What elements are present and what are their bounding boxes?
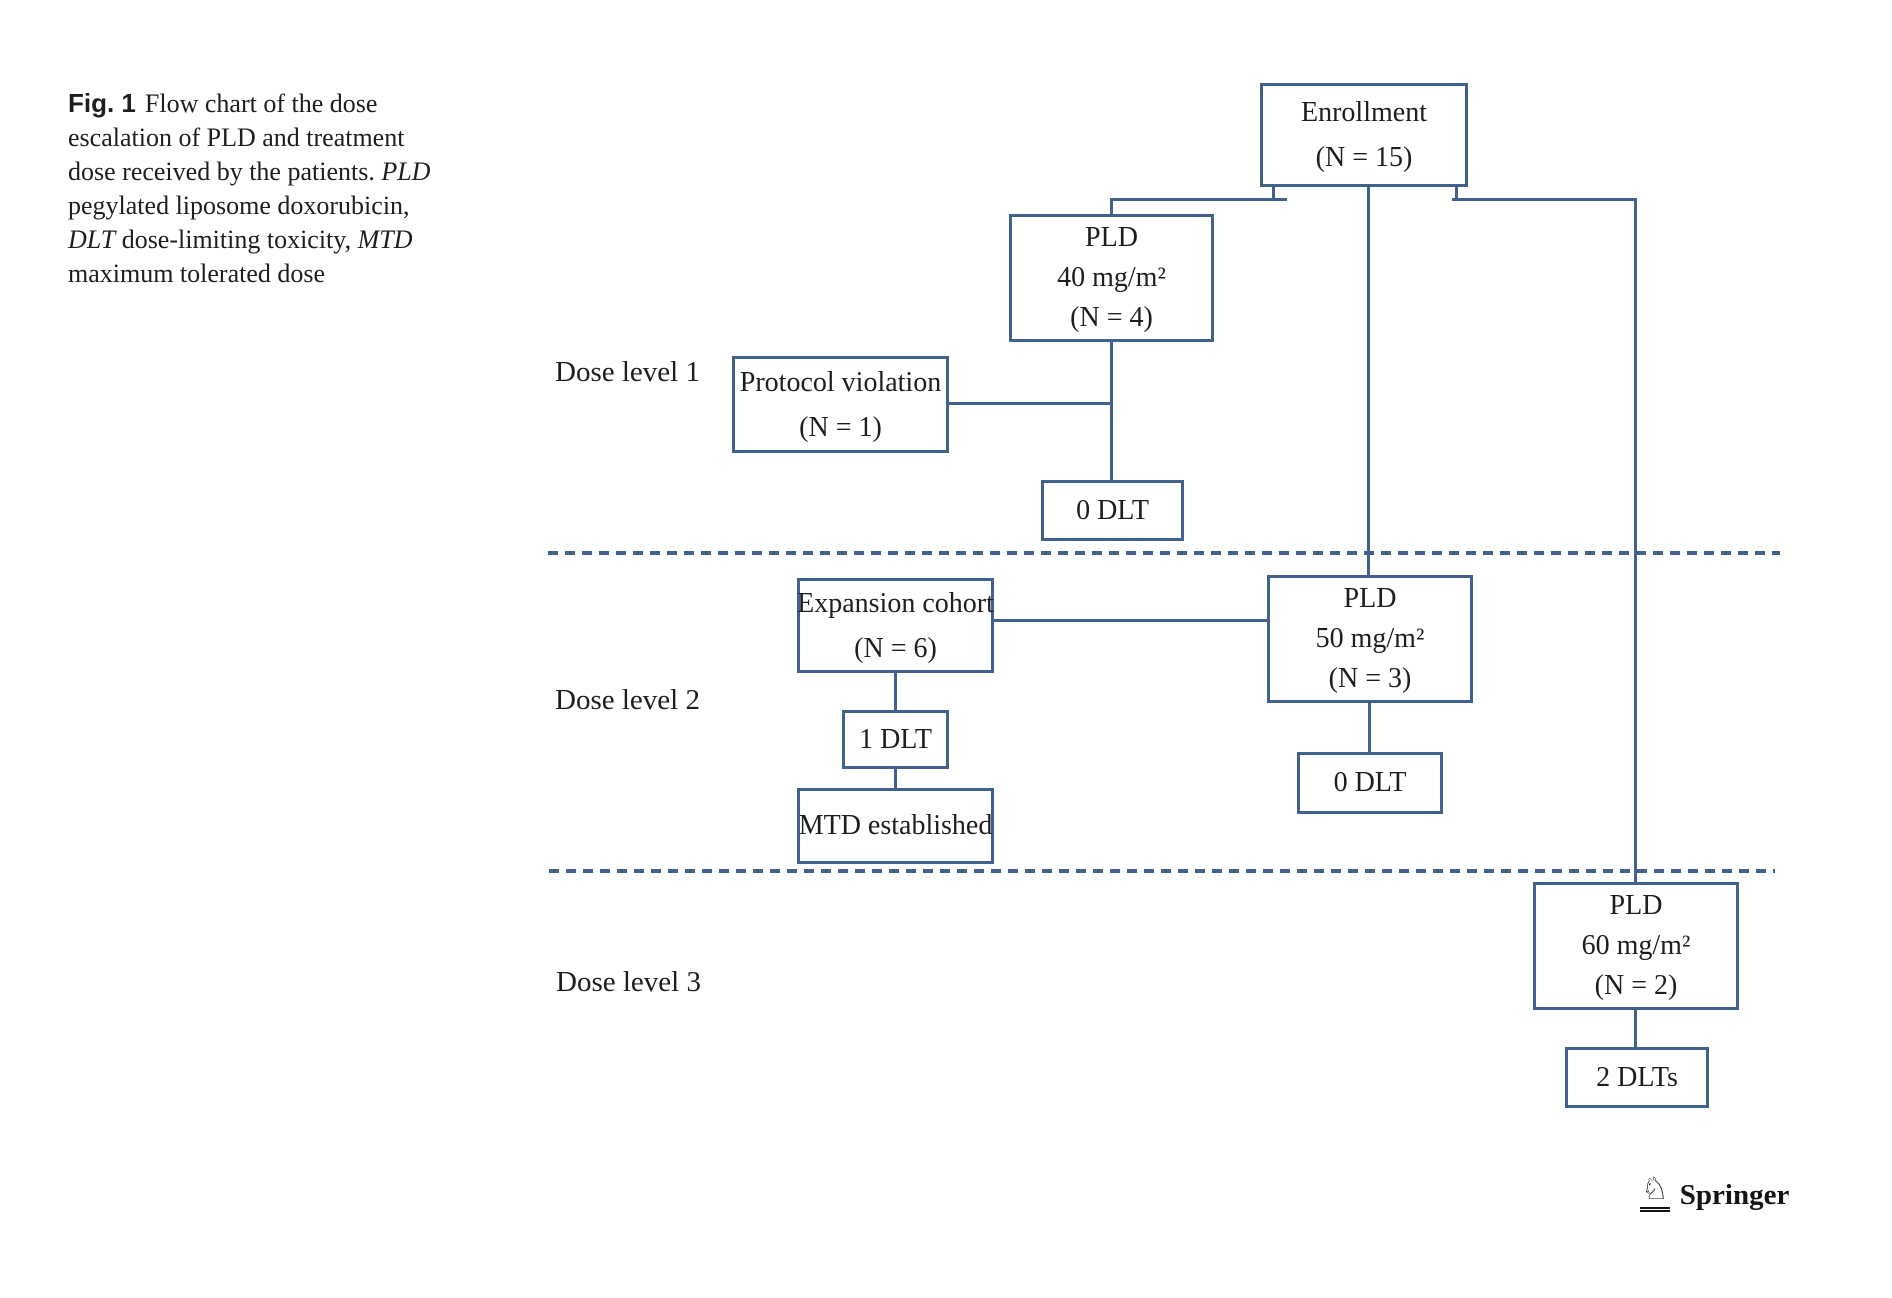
dlt-level-3-box: 2 DLTs — [1565, 1047, 1709, 1108]
protocol-violation-line2: (N = 1) — [799, 411, 882, 443]
caption-abbr-pld: PLD — [381, 157, 431, 186]
pld-60-line3: (N = 2) — [1594, 970, 1678, 1001]
dose-level-3-label: Dose level 3 — [556, 966, 701, 998]
dose-level-divider-1 — [548, 551, 1780, 555]
caption-text: Flow chart of the dose escalation of PLD… — [68, 89, 405, 186]
dlt-level-2-text: 0 DLT — [1333, 767, 1407, 798]
expansion-cohort-box: Expansion cohort (N = 6) — [797, 578, 994, 673]
protocol-violation-box: Protocol violation (N = 1) — [732, 356, 949, 453]
pld-40-box: PLD 40 mg/m² (N = 4) — [1009, 214, 1214, 342]
caption-abbr-dlt: DLT — [68, 225, 116, 254]
connector-protocol-violation-to-pld40 — [946, 402, 1112, 405]
springer-knight-icon: ♘ — [1640, 1174, 1670, 1212]
protocol-violation-line1: Protocol violation — [739, 366, 942, 398]
dlt-level-2-box: 0 DLT — [1297, 752, 1443, 814]
pld-60-box: PLD 60 mg/m² (N = 2) — [1533, 882, 1739, 1010]
expansion-cohort-line2: (N = 6) — [854, 632, 937, 664]
mtd-established-box: MTD established — [797, 788, 994, 864]
pld-40-line3: (N = 4) — [1070, 302, 1153, 333]
dose-level-1-label: Dose level 1 — [555, 356, 700, 388]
connector-pld60-to-2dlts — [1634, 1008, 1637, 1049]
connector-1dlt-to-mtd — [894, 767, 897, 790]
pld-40-line2: 40 mg/m² — [1057, 262, 1166, 293]
dose-level-2-label: Dose level 2 — [555, 684, 700, 716]
dlt-expansion-box: 1 DLT — [842, 710, 949, 769]
connector-enrollment-to-pld60-vertical — [1634, 198, 1637, 884]
connector-into-pld40 — [1110, 198, 1113, 216]
pld-50-line2: 50 mg/m² — [1315, 623, 1425, 654]
dlt-expansion-text: 1 DLT — [859, 723, 932, 755]
pld-50-line1: PLD — [1343, 583, 1397, 614]
pld-60-line1: PLD — [1609, 890, 1663, 921]
connector-pld40-to-0dlt — [1110, 340, 1113, 482]
connector-enrollment-to-pld60-horizontal — [1452, 198, 1637, 201]
connector-enrollment-right-stub — [1455, 185, 1458, 201]
caption-def-dlt: dose-limiting toxicity, — [115, 225, 358, 254]
publisher-name: Springer — [1679, 1179, 1790, 1212]
enrollment-line2: (N = 15) — [1315, 142, 1413, 173]
figure-number-label: Fig. 1 — [68, 88, 136, 118]
enrollment-box: Enrollment (N = 15) — [1260, 83, 1468, 187]
connector-expansion-to-1dlt — [894, 671, 897, 712]
dlt-level-1-text: 0 DLT — [1076, 494, 1149, 526]
caption-def-mtd: maximum tolerated dose — [68, 259, 326, 288]
pld-60-line2: 60 mg/m² — [1581, 930, 1691, 961]
mtd-established-text: MTD established — [798, 810, 993, 841]
connector-enrollment-to-pld50 — [1367, 185, 1370, 577]
connector-pld50-to-0dlt — [1368, 701, 1371, 754]
dlt-level-1-box: 0 DLT — [1041, 480, 1184, 541]
pld-40-line1: PLD — [1085, 222, 1138, 253]
dlt-level-3-text: 2 DLTs — [1596, 1061, 1678, 1093]
pld-50-box: PLD 50 mg/m² (N = 3) — [1267, 575, 1473, 703]
pld-50-line3: (N = 3) — [1328, 663, 1412, 694]
connector-enrollment-left-stub — [1272, 185, 1275, 201]
expansion-cohort-line1: Expansion cohort — [797, 587, 994, 619]
enrollment-line1: Enrollment — [1301, 97, 1427, 128]
caption-def-pld: pegylated liposome doxorubicin, — [68, 191, 410, 220]
connector-expansion-to-pld50 — [992, 619, 1269, 622]
springer-logo: ♘ Springer — [1640, 1174, 1789, 1212]
dose-level-divider-2 — [549, 869, 1775, 873]
connector-enrollment-to-pld40-horizontal — [1110, 198, 1287, 201]
caption-abbr-mtd: MTD — [357, 225, 413, 254]
